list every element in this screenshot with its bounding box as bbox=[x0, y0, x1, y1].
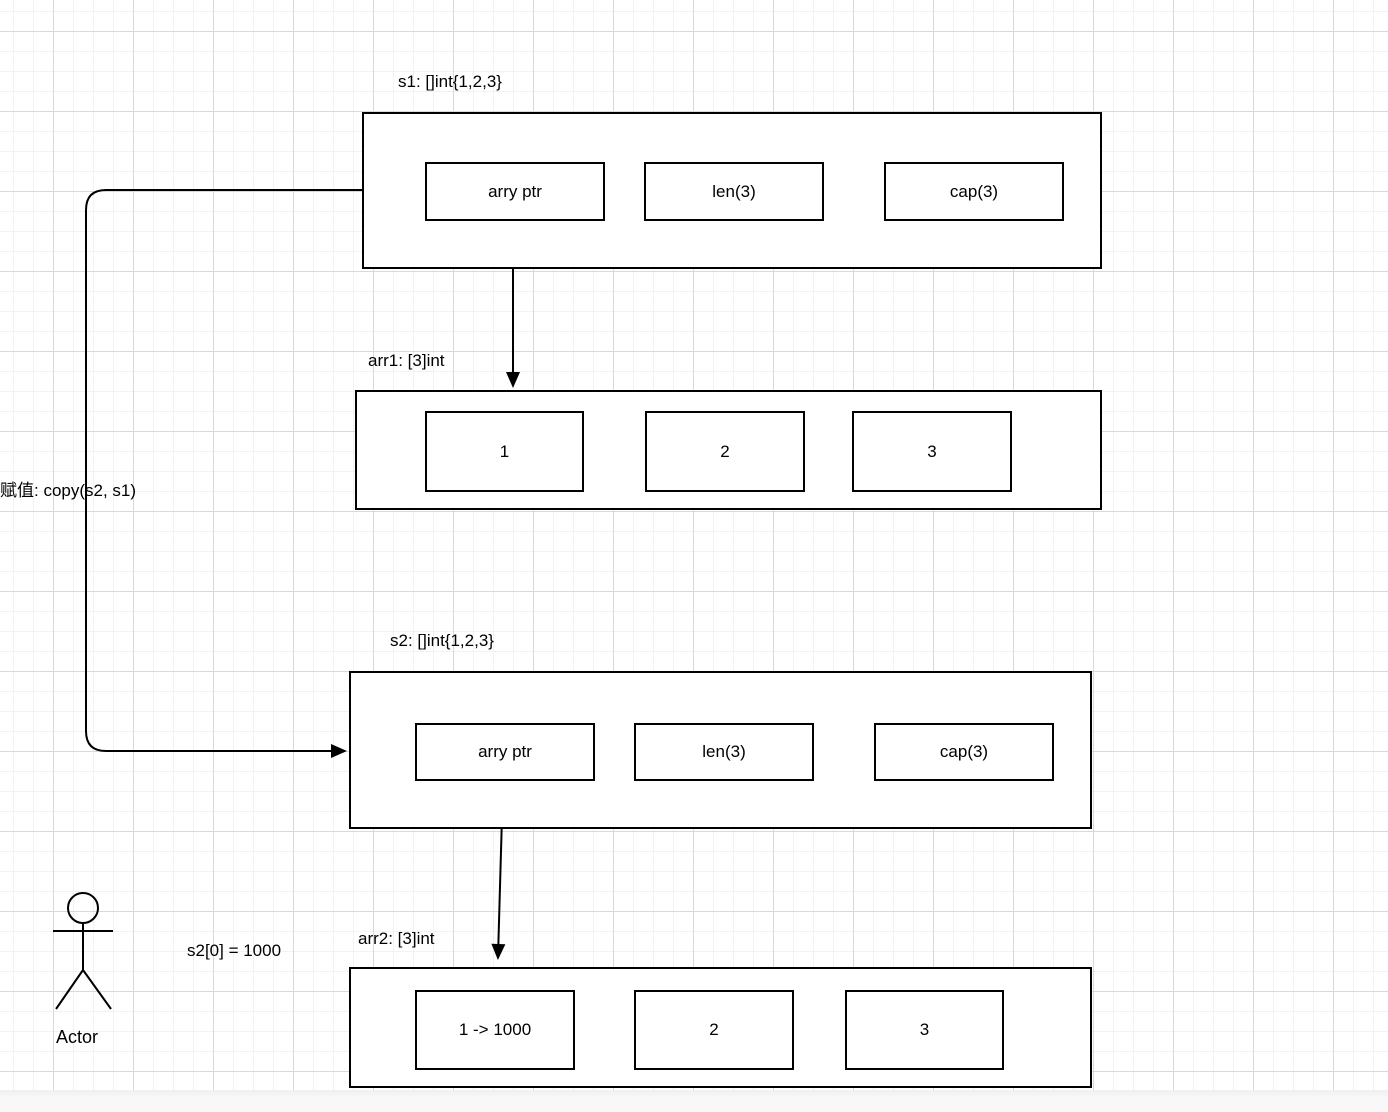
arr1-cell-0[interactable]: 1 bbox=[425, 411, 584, 492]
actor-label: Actor bbox=[56, 1027, 99, 1047]
assign-annotation[interactable]: s2[0] = 1000 bbox=[187, 941, 282, 960]
s1-len-label: len(3) bbox=[712, 181, 756, 201]
s1-slice-label[interactable]: s1: []int{1,2,3} bbox=[398, 72, 502, 91]
arr2-array-label[interactable]: arr2: [3]int bbox=[358, 929, 435, 948]
s1-arryptr-label: arry ptr bbox=[488, 181, 542, 201]
s2-slice-label[interactable]: s2: []int{1,2,3} bbox=[390, 631, 494, 650]
arr2-cell-2-value: 3 bbox=[919, 1020, 930, 1039]
arr1-cell-1[interactable]: 2 bbox=[645, 411, 805, 492]
canvas-bottom-edge bbox=[0, 1090, 1388, 1112]
copy-annotation[interactable]: 赋值: copy(s2, s1) bbox=[0, 481, 137, 500]
s2-arryptr-label: arry ptr bbox=[478, 742, 532, 761]
arr2-cell-2[interactable]: 3 bbox=[845, 990, 1004, 1070]
s1-cap-field[interactable]: cap(3) bbox=[884, 162, 1064, 221]
actor-icon[interactable] bbox=[45, 885, 125, 1015]
s1-len-field[interactable]: len(3) bbox=[644, 162, 824, 221]
arr2-array-box[interactable]: 1 -> 1000 2 3 bbox=[349, 967, 1092, 1088]
s2-cap-field[interactable]: cap(3) bbox=[874, 723, 1054, 781]
copy-connector-s1-to-s2[interactable] bbox=[85, 189, 362, 758]
arr1-array-label[interactable]: arr1: [3]int bbox=[368, 351, 445, 370]
s1-cap-label: cap(3) bbox=[949, 181, 999, 201]
s2-slice-box[interactable]: arry ptr len(3) cap(3) bbox=[349, 671, 1092, 829]
s1-arryptr-field[interactable]: arry ptr bbox=[425, 162, 605, 221]
arr2-cell-0[interactable]: 1 -> 1000 bbox=[415, 990, 575, 1070]
arr1-cell-2-value: 3 bbox=[927, 441, 937, 461]
s1-slice-box[interactable]: arry ptr len(3) cap(3) bbox=[362, 112, 1102, 269]
arr1-cell-2[interactable]: 3 bbox=[852, 411, 1012, 492]
arr2-cell-0-value: 1 -> 1000 bbox=[458, 1020, 532, 1039]
s2-arryptr-field[interactable]: arry ptr bbox=[415, 723, 595, 781]
arr1-array-box[interactable]: 1 2 3 bbox=[355, 390, 1102, 510]
s2-len-label: len(3) bbox=[702, 742, 746, 761]
s2-len-field[interactable]: len(3) bbox=[634, 723, 814, 781]
arr1-cell-1-value: 2 bbox=[720, 441, 730, 461]
arr1-cell-0-value: 1 bbox=[499, 441, 510, 461]
arr2-cell-1-value: 2 bbox=[709, 1020, 719, 1039]
s2-cap-label: cap(3) bbox=[939, 742, 989, 761]
arr2-cell-1[interactable]: 2 bbox=[634, 990, 794, 1070]
